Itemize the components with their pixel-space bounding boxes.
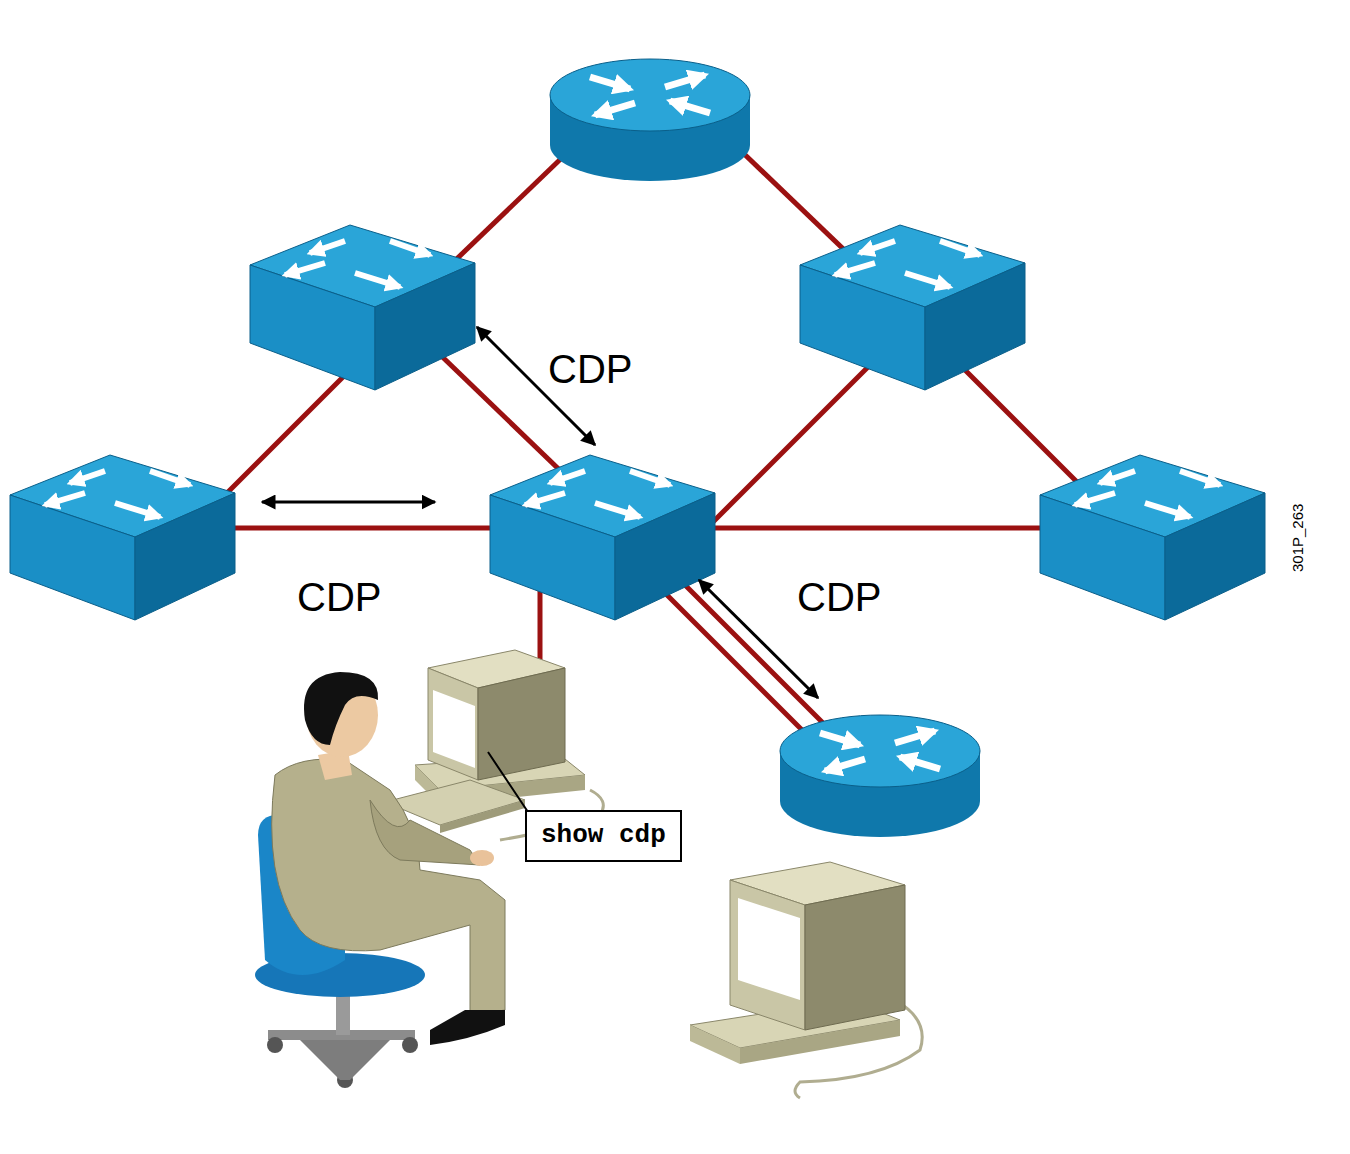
- switch: [250, 225, 475, 390]
- protocol-label: CDP: [548, 347, 632, 391]
- figure-code: 301P_263: [1290, 504, 1307, 572]
- command-callout: show cdp: [525, 810, 682, 862]
- switch: [800, 225, 1025, 390]
- callout-leader: [488, 752, 545, 812]
- switch: [10, 455, 235, 620]
- switch: [490, 455, 715, 620]
- person: [255, 672, 505, 1088]
- cdp-arrows: [262, 327, 818, 698]
- protocol-label: CDP: [297, 575, 381, 619]
- workstation: [690, 862, 922, 1098]
- protocol-label: CDP: [548, 347, 632, 391]
- router: [780, 715, 980, 837]
- switch: [1040, 455, 1265, 620]
- protocol-label: CDP: [797, 575, 881, 619]
- protocol-label: CDP: [297, 575, 381, 619]
- network-links: [225, 150, 1090, 738]
- router: [550, 59, 750, 181]
- command-text: show cdp: [541, 820, 666, 851]
- figure-code: 301P_263: [1289, 504, 1306, 572]
- protocol-label: CDP: [797, 575, 881, 619]
